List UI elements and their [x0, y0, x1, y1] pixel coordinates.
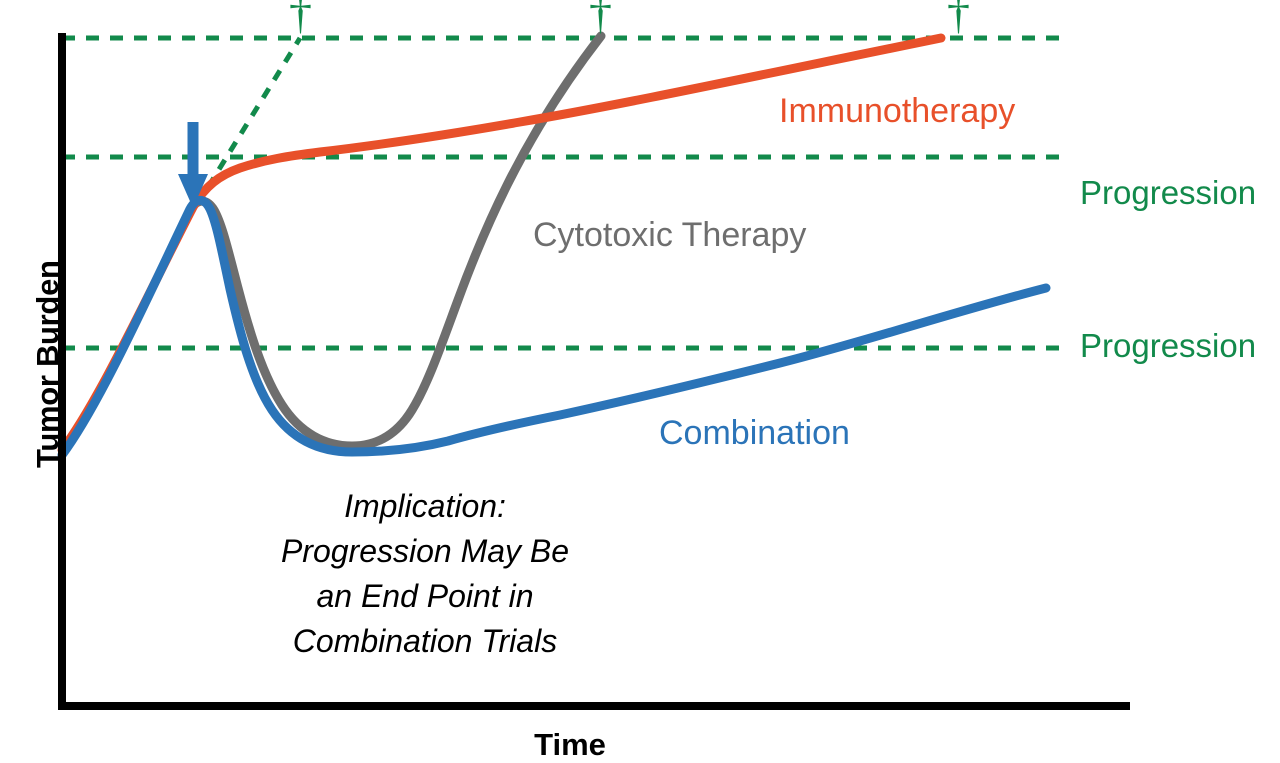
implication-line-2: Progression May Be	[280, 533, 570, 569]
implication-line-3: an End Point in	[316, 578, 534, 614]
death-marker-cytotoxic-icon: †	[589, 0, 612, 38]
treatment-start-arrow	[178, 122, 208, 208]
axes	[58, 33, 1130, 710]
death-marker-untreated-icon: †	[289, 0, 312, 38]
y-axis-title: Tumor Burden	[30, 260, 65, 468]
implication-annotation: Implication: Progression May Be an End P…	[200, 484, 650, 664]
cytotoxic-therapy-curve	[188, 31, 606, 451]
arrow-head-icon	[178, 174, 208, 208]
series-label-combination: Combination	[659, 414, 850, 452]
implication-line-4: Combination Trials	[292, 623, 558, 659]
progression-label-lower: Progression	[1080, 327, 1257, 364]
series-label-cytotoxic-therapy: Cytotoxic Therapy	[533, 216, 807, 254]
series-label-immunotherapy: Immunotherapy	[779, 92, 1016, 130]
implication-line-1: Implication:	[344, 488, 506, 524]
x-axis-title: Time	[534, 727, 606, 762]
progression-label-upper: Progression	[1080, 174, 1257, 211]
death-marker-immunotherapy-icon: †	[947, 0, 970, 38]
reference-lines	[62, 35, 1070, 351]
